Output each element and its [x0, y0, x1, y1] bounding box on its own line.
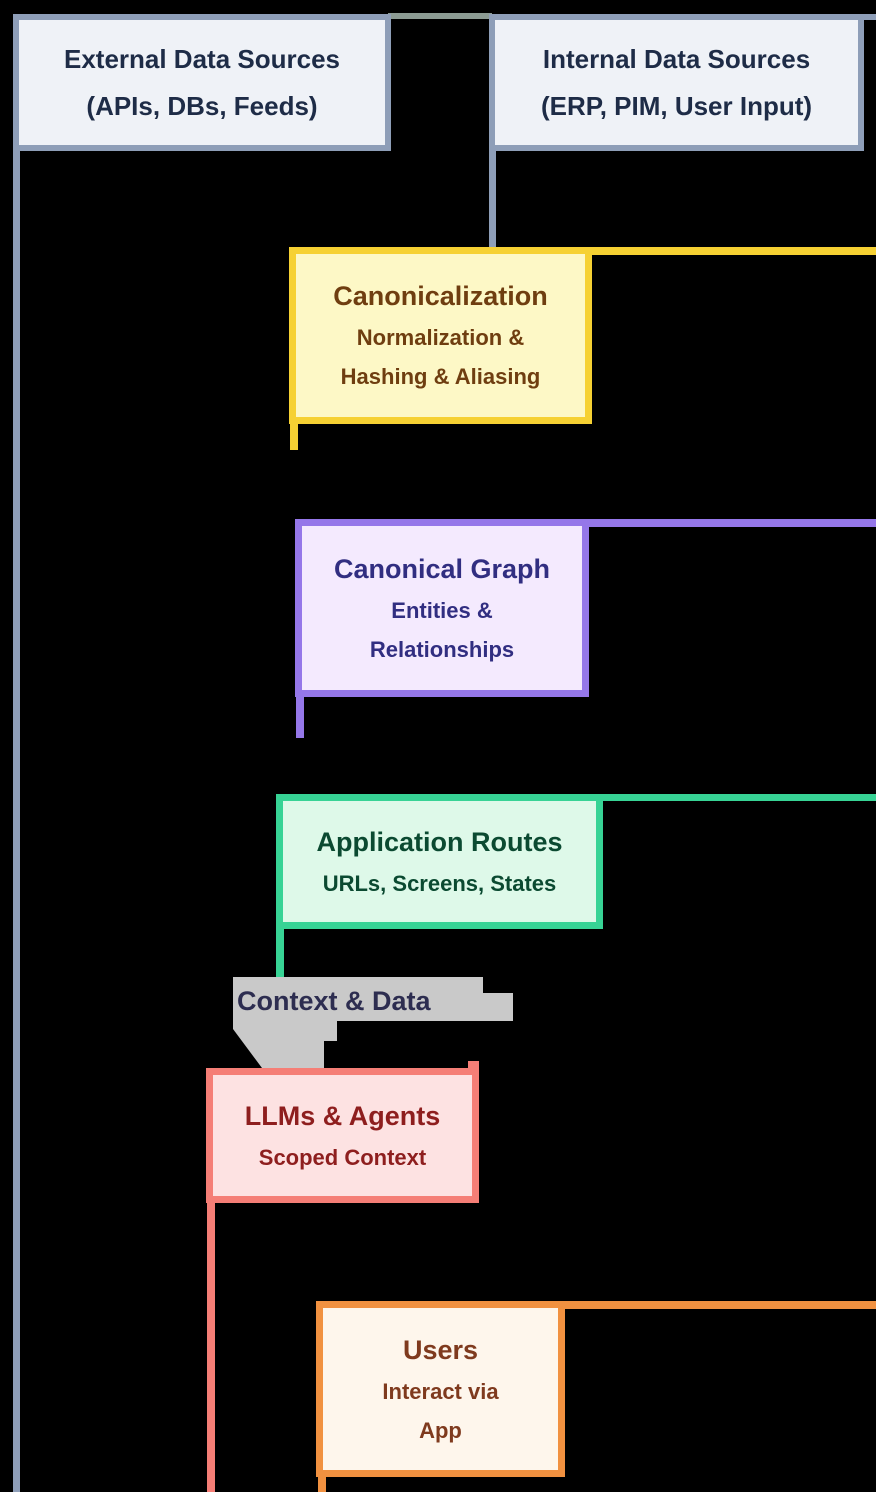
node-subtitle: App [419, 1417, 462, 1443]
node-subtitle: Scoped Context [258, 1144, 427, 1170]
edge-application-routes-down [276, 925, 284, 980]
node-title: Application Routes [316, 826, 563, 857]
node-title: LLMs & Agents [244, 1100, 441, 1131]
node-users: Users Interact via App [316, 1301, 565, 1477]
edge-canonical-graph-down [296, 693, 304, 738]
node-subtitle: URLs, Screens, States [322, 870, 557, 896]
edge-top-gap [388, 13, 492, 19]
node-canonical-graph: Canonical Graph Entities & Relationships [295, 519, 589, 697]
node-title: External Data Sources [63, 43, 340, 74]
edge-context-data-arrow [233, 977, 513, 1068]
node-title: Internal Data Sources [542, 43, 811, 74]
node-llms-agents: LLMs & Agents Scoped Context [206, 1068, 479, 1203]
node-title: Canonicalization [333, 281, 548, 311]
node-subtitle: (ERP, PIM, User Input) [540, 90, 813, 121]
node-application-routes: Application Routes URLs, Screens, States [276, 794, 603, 929]
node-subtitle: Entities & [391, 597, 493, 623]
edge-canonicalization-right [588, 247, 876, 255]
edge-users-right [561, 1301, 876, 1309]
node-subtitle: Hashing & Aliasing [340, 364, 541, 389]
node-title: Canonical Graph [333, 553, 551, 584]
node-canonicalization: Canonicalization Normalization & Hashing… [289, 247, 592, 424]
node-title: Users [402, 1334, 479, 1365]
edge-canonicalization-down [290, 420, 298, 450]
edge-llms-down [207, 1199, 215, 1492]
node-internal-data-sources: Internal Data Sources (ERP, PIM, User In… [489, 14, 864, 151]
edge-users-down [318, 1473, 326, 1492]
node-external-data-sources: External Data Sources (APIs, DBs, Feeds) [13, 14, 391, 151]
node-subtitle: Relationships [369, 636, 515, 662]
node-subtitle: Interact via [382, 1378, 499, 1404]
edge-external-down [13, 148, 20, 1492]
edge-application-routes-right [599, 794, 876, 801]
node-subtitle: (APIs, DBs, Feeds) [86, 90, 318, 121]
edge-label-context-data: Context & Data [237, 985, 431, 1016]
edge-internal-down [489, 148, 496, 255]
edge-internal-top-right [858, 14, 876, 20]
node-subtitle: Normalization & [356, 325, 525, 350]
edge-canonical-graph-right [585, 519, 876, 527]
edge-llms-corner-nub [468, 1061, 479, 1073]
